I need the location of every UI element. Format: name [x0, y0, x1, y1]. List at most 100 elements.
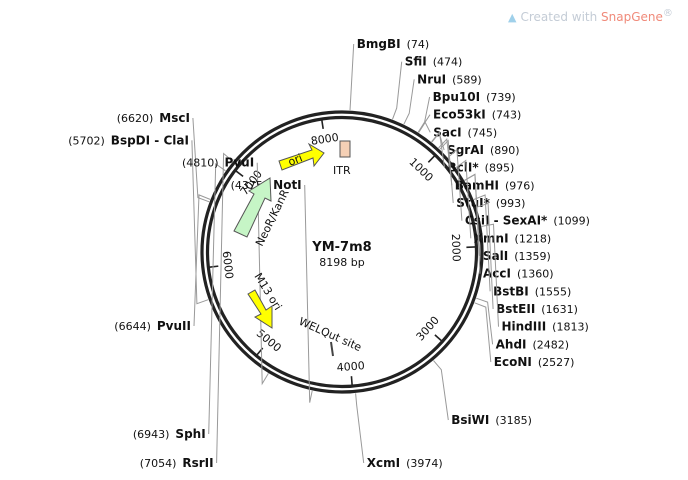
scale-tick-label-5000: 5000 — [254, 327, 284, 355]
site-econi[interactable]: EcoNI(2527) — [474, 302, 575, 369]
site-enzyme-name: BstBI — [493, 284, 529, 298]
site-label: CsiI - SexAI*(1099) — [465, 214, 590, 228]
site-leader-line — [192, 117, 210, 203]
neokanr-arrow[interactable] — [233, 177, 272, 238]
site-position: (3974) — [406, 457, 443, 470]
site-label: BclI*(895) — [448, 161, 515, 175]
snapgene-watermark: ▲Created with SnapGene® — [508, 8, 673, 24]
scale-tick-4000 — [350, 376, 353, 386]
site-leader-line — [216, 152, 234, 464]
site-label: AhdI (2482) — [496, 337, 569, 351]
site-leader-line — [433, 360, 449, 421]
site-label: BstBI (1555) — [493, 284, 571, 298]
site-leader-line — [476, 297, 494, 345]
site-sphi[interactable]: (6943)SphI — [133, 162, 226, 441]
site-leader-line — [439, 139, 454, 204]
site-label: BamHI(976) — [455, 178, 535, 192]
ori-arrow[interactable] — [278, 142, 325, 171]
site-csii-sexai-[interactable]: CsiI - SexAI*(1099) — [447, 148, 590, 228]
snapgene-logo-icon: ▲ — [508, 11, 517, 24]
site-enzyme-name: AhdI — [496, 337, 527, 351]
site-rsrii[interactable]: (7054) RsrII — [140, 152, 234, 471]
site-position: (739) — [486, 91, 516, 104]
site-enzyme-name: RsrII — [182, 456, 213, 470]
backbone-inner-strand — [205, 115, 479, 389]
site-label: SgrAI(890) — [447, 143, 520, 157]
site-position: (7054) — [140, 457, 177, 470]
scale-tick-6000 — [209, 265, 219, 268]
site-label: (4810)PvuI — [182, 156, 254, 170]
scale-tick-label-6000: 6000 — [220, 250, 236, 279]
site-position: (74) — [407, 38, 430, 51]
site-xmni[interactable]: XmnI(1218) — [455, 159, 551, 245]
itr-label: ITR — [333, 164, 351, 177]
site-pvuii[interactable]: (6644)PvuII — [114, 194, 211, 333]
site-enzyme-name: SacI — [433, 125, 461, 139]
site-leader-line — [355, 393, 365, 464]
site-enzyme-name: HindIII — [501, 320, 546, 334]
site-position: (2527) — [538, 356, 575, 369]
site-stui-[interactable]: StuI*(993) — [439, 139, 526, 211]
scale-tick-label-2000: 2000 — [449, 233, 463, 261]
site-nrui[interactable]: NruI(589) — [403, 72, 482, 125]
site-position: (6620) — [117, 112, 154, 125]
site-position: (2482) — [533, 338, 570, 351]
site-position: (1555) — [535, 285, 572, 298]
site-leader-line — [191, 140, 209, 305]
site-leader-line — [392, 61, 403, 120]
site-bsiwi[interactable]: BsiWI(3185) — [433, 360, 532, 427]
site-label: XcmI (3974) — [367, 456, 443, 470]
site-sali[interactable]: SalI(1359) — [464, 173, 551, 263]
site-label: BsiWI(3185) — [451, 413, 532, 427]
site-bsteii[interactable]: BstEII(1631) — [476, 202, 578, 316]
site-enzyme-name: NruI — [417, 72, 446, 86]
site-leader-line — [474, 302, 492, 363]
site-bstbi[interactable]: BstBI (1555) — [473, 194, 571, 298]
site-position: (895) — [485, 162, 515, 175]
site-leader-line — [256, 162, 269, 386]
site-label: StuI*(993) — [456, 196, 525, 210]
site-label: NruI(589) — [417, 72, 482, 86]
scale-tick-3000 — [434, 334, 443, 342]
site-leader-line — [403, 79, 415, 125]
site-enzyme-name: SphI — [175, 427, 205, 441]
plasmid-length: 8198 bp — [319, 256, 364, 269]
site-enzyme-name: BstEII — [496, 302, 535, 316]
site-saci[interactable]: SacI(745) — [418, 121, 497, 139]
site-hindiii[interactable]: HindIII(1813) — [481, 223, 589, 334]
site-eco53ki[interactable]: Eco53kI(743) — [418, 108, 522, 133]
site-leader-line — [447, 148, 463, 221]
restriction-sites: BmgBI(74)SfiI(474)NruI(589) Bpu10I(739) Ec… — [68, 37, 590, 470]
site-position: (976) — [505, 179, 535, 192]
site-leader-line — [473, 194, 491, 292]
site-bmgbi[interactable]: BmgBI(74) — [349, 37, 430, 111]
site-leader-line — [193, 194, 211, 327]
plasmid-backbone — [200, 110, 484, 394]
site-bcli-[interactable]: BclI*(895) — [431, 131, 515, 175]
site-label: (6943)SphI — [133, 427, 206, 441]
site-msci[interactable]: (6620)MscI — [117, 111, 210, 203]
site-enzyme-name: XcmI — [367, 456, 400, 470]
site-bamhi[interactable]: BamHI(976) — [438, 137, 535, 192]
site-ahdi[interactable]: AhdI (2482) — [476, 297, 569, 351]
site-label: SalI(1359) — [483, 249, 551, 263]
m13-ori-arrow[interactable] — [247, 289, 273, 329]
site-label: Bpu10I(739) — [433, 90, 516, 104]
site-position: (1359) — [514, 250, 551, 263]
site-label: EcoNI(2527) — [494, 355, 575, 369]
itr-box[interactable] — [339, 140, 351, 158]
site-position: (6644) — [114, 320, 151, 333]
site-position: (890) — [490, 144, 520, 157]
watermark-prefix: Created with — [520, 10, 602, 24]
scale-tick-label-8000: 8000 — [310, 131, 340, 148]
site-bspdi-clai[interactable]: (5702)BspDI - ClaI — [68, 133, 209, 305]
welqut-site-mark[interactable] — [330, 341, 334, 357]
site-pvui[interactable]: (4810)PvuI — [182, 156, 269, 386]
site-leader-line — [208, 162, 226, 435]
site-sfii[interactable]: SfiI(474) — [392, 55, 463, 120]
ori-label: ori — [286, 151, 304, 168]
site-acci[interactable]: AccI(1360) — [464, 173, 554, 281]
site-xcmi[interactable]: XcmI (3974) — [355, 393, 443, 470]
site-enzyme-name: BsiWI — [451, 413, 489, 427]
